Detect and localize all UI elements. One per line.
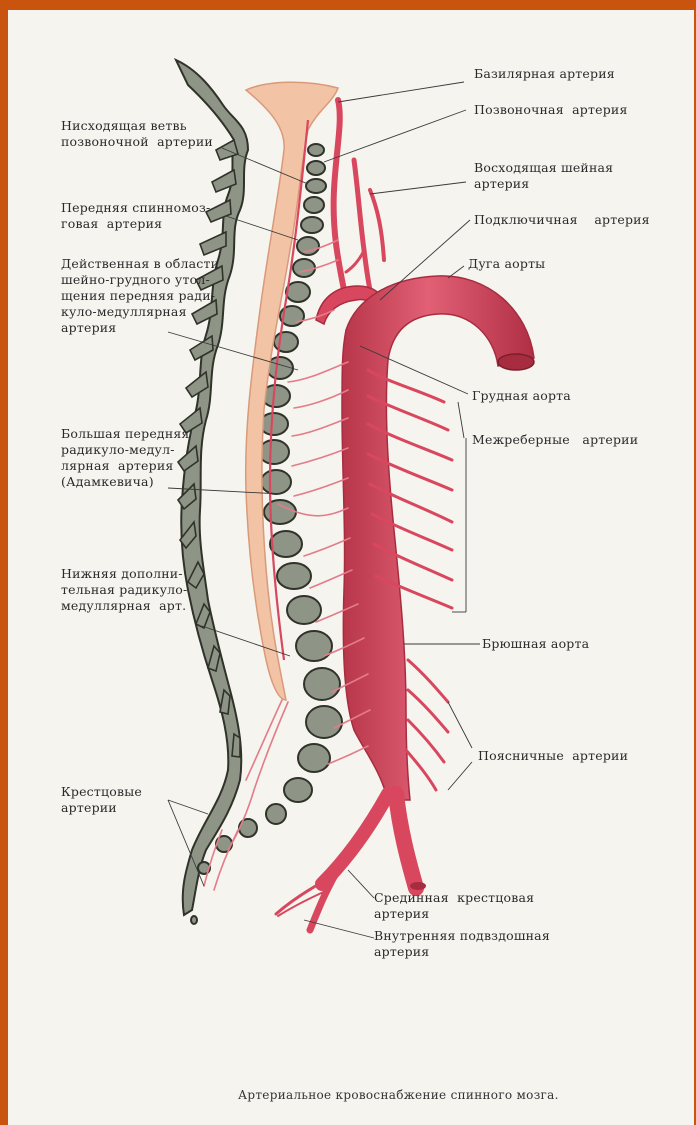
neck-arteries	[334, 100, 384, 290]
label-lumbar-arteries: Поясничные артерии	[478, 748, 628, 764]
label-thoracic-aorta: Грудная аорта	[472, 388, 571, 404]
label-anterior-spinal-artery: Передняя спинномоз- говая артерия	[61, 200, 210, 232]
iliac-end	[410, 882, 426, 890]
label-adamkiewicz-artery: Большая передняя радикуло-медул- лярная …	[61, 426, 190, 490]
figure-page: Базилярная артерия Позвоночная артерия В…	[8, 10, 694, 1125]
label-descending-branch: Нисходящая ветвь позвоночной артерии	[61, 118, 213, 150]
label-vertebral-artery: Позвоночная артерия	[474, 102, 628, 118]
label-aortic-arch: Дуга аорты	[468, 256, 545, 272]
label-subclavian-artery: Подключичная артерия	[474, 212, 650, 228]
label-internal-iliac-artery: Внутренняя подвздошная артерия	[374, 928, 550, 960]
label-lower-accessory-radiculomedullary: Нижняя дополни- тельная радикуло- медулл…	[61, 566, 187, 614]
label-intercostal-arteries: Межреберные артерии	[472, 432, 638, 448]
label-cervicothoracic-radiculomedullary: Действенная в области шейно-грудного уто…	[61, 256, 219, 336]
label-abdominal-aorta: Брюшная аорта	[482, 636, 589, 652]
label-median-sacral-artery: Срединная крестцовая артерия	[374, 890, 534, 922]
aortic-arch-opening	[498, 354, 534, 370]
label-sacral-arteries: Крестцовые артерии	[61, 784, 142, 816]
label-basilar-artery: Базилярная артерия	[474, 66, 615, 82]
figure-caption: Артериальное кровоснабжение спинного моз…	[238, 1087, 559, 1103]
label-ascending-cervical-artery: Восходящая шейная артерия	[474, 160, 613, 192]
